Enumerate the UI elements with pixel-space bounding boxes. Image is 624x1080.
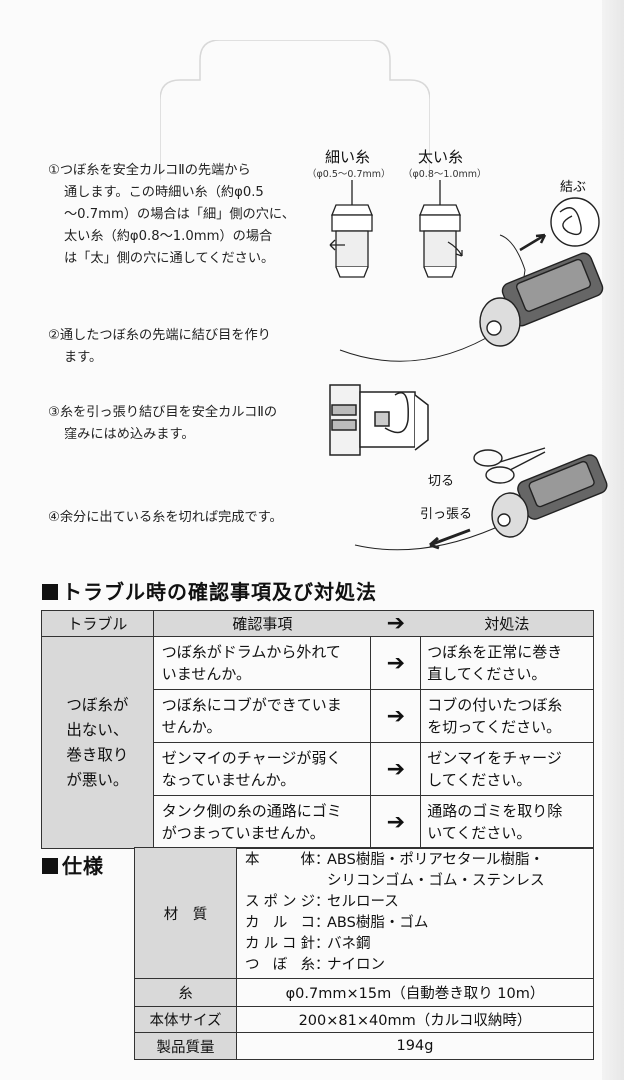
size-label: 本体サイズ bbox=[134, 1006, 237, 1033]
thick-nozzle-drawing bbox=[419, 180, 463, 278]
spec-row-thread: 糸 φ0.7mm×15m（自動巻き取り 10m） bbox=[134, 978, 594, 1007]
material-item: スポンジ：セルロース bbox=[245, 894, 399, 910]
thin-thread-label: 細い糸 bbox=[325, 148, 370, 166]
size-value: 200×81×40mm（カルコ収納時） bbox=[236, 1006, 594, 1033]
section-square-icon bbox=[42, 584, 58, 600]
cut-label: 切る bbox=[428, 474, 454, 489]
arrow-icon: ➔ bbox=[370, 742, 421, 796]
spec-table: 材 質 本体：ABS樹脂・ポリアセタール樹脂・ シリコンゴム・ゴム・ステンレス … bbox=[134, 847, 594, 1060]
step-2-text: ②通したつぼ糸の先端に結び目を作り ます。 bbox=[48, 328, 271, 365]
trouble-table-header: トラブル 確認事項 ➔ 対処法 bbox=[41, 610, 594, 637]
step-3-text: ③糸を引っ張り結び目を安全カルコⅡの 窪みにはめ込みます。 bbox=[48, 405, 278, 442]
material-item: 本体：ABS樹脂・ポリアセタール樹脂・ bbox=[245, 852, 545, 868]
fix-cell: コブの付いたつぼ糸を切ってください。 bbox=[420, 689, 594, 743]
header-category: トラブル bbox=[41, 610, 154, 637]
tool-drawing-step2 bbox=[339, 234, 604, 362]
spec-row-size: 本体サイズ 200×81×40mm（カルコ収納時） bbox=[134, 1006, 594, 1033]
fix-cell: つぼ糸を正常に巻き直してください。 bbox=[420, 636, 594, 690]
material-item: カルコ：ABS樹脂・ゴム bbox=[245, 915, 429, 931]
thick-thread-label: 太い糸 bbox=[418, 148, 463, 166]
knot-detail-drawing bbox=[519, 197, 600, 252]
check-cell: タンク側の糸の通路にゴミがつまっていませんか。 bbox=[152, 795, 372, 849]
tool-drawing-step4 bbox=[354, 447, 608, 551]
trouble-table: トラブル 確認事項 ➔ 対処法 つぼ糸が 出ない、 巻き取り が悪い。 つぼ糸が… bbox=[41, 610, 594, 849]
spec-section-title: 仕様 bbox=[42, 850, 104, 879]
tie-label: 結ぶ bbox=[560, 180, 586, 195]
hang-hole-cutout bbox=[160, 40, 430, 180]
check-cell: つぼ糸にコブができていませんか。 bbox=[152, 689, 372, 743]
arrow-icon: ➔ bbox=[370, 795, 421, 849]
step-1-text: ①つぼ糸を安全カルコⅡの先端から 通します。この時細い糸（約φ0.5 〜0.7m… bbox=[48, 163, 295, 266]
header-check: 確認事項 bbox=[152, 610, 371, 637]
check-cell: つぼ糸がドラムから外れていませんか。 bbox=[152, 636, 372, 690]
card-edge bbox=[602, 0, 624, 1080]
header-arrow-icon: ➔ bbox=[370, 610, 421, 637]
thread-label: 糸 bbox=[134, 978, 237, 1007]
pull-label: 引っ張る bbox=[420, 507, 472, 522]
thick-thread-range: （φ0.8〜1.0mm） bbox=[403, 168, 487, 180]
arrow-icon: ➔ bbox=[370, 689, 421, 743]
trouble-section-title: トラブル時の確認事項及び対処法 bbox=[42, 576, 377, 605]
material-item-cont: シリコンゴム・ゴム・ステンレス bbox=[327, 873, 545, 889]
material-item: カルコ針：バネ鋼 bbox=[245, 936, 371, 952]
arrow-icon: ➔ bbox=[370, 636, 421, 690]
step-4-text: ④余分に出ている糸を切れば完成です。 bbox=[48, 510, 283, 525]
fix-cell: 通路のゴミを取り除いてください。 bbox=[420, 795, 594, 849]
weight-value: 194g bbox=[236, 1032, 594, 1060]
material-item: つぼ糸：ナイロン bbox=[245, 957, 385, 973]
section-square-icon bbox=[42, 858, 58, 874]
fix-cell: ゼンマイをチャージしてください。 bbox=[420, 742, 594, 796]
spec-row-weight: 製品質量 194g bbox=[134, 1032, 594, 1060]
thin-nozzle-drawing bbox=[329, 180, 373, 278]
check-cell: ゼンマイのチャージが弱くなっていませんか。 bbox=[152, 742, 372, 796]
spec-row-material: 材 質 本体：ABS樹脂・ポリアセタール樹脂・ シリコンゴム・ゴム・ステンレス … bbox=[134, 847, 594, 979]
weight-label: 製品質量 bbox=[134, 1032, 237, 1060]
thread-value: φ0.7mm×15m（自動巻き取り 10m） bbox=[236, 978, 594, 1007]
table-row: タンク側の糸の通路にゴミがつまっていませんか。 ➔ 通路のゴミを取り除いてくださ… bbox=[42, 795, 594, 849]
table-row: つぼ糸が 出ない、 巻き取り が悪い。 つぼ糸がドラムから外れていませんか。 ➔… bbox=[41, 636, 594, 849]
table-row: つぼ糸にコブができていませんか。 ➔ コブの付いたつぼ糸を切ってください。 bbox=[42, 689, 594, 743]
instruction-illustration: 細い糸 （φ0.5〜0.7mm） 太い糸 （φ0.8〜1.0mm） 結ぶ 切る … bbox=[307, 148, 608, 551]
material-values: 本体：ABS樹脂・ポリアセタール樹脂・ シリコンゴム・ゴム・ステンレス スポンジ… bbox=[236, 847, 594, 979]
thin-thread-range: （φ0.5〜0.7mm） bbox=[307, 168, 391, 180]
trouble-category: つぼ糸が 出ない、 巻き取り が悪い。 bbox=[41, 636, 154, 849]
header-fix: 対処法 bbox=[420, 610, 594, 637]
nozzle-closeup-step3 bbox=[329, 384, 429, 456]
material-label: 材 質 bbox=[134, 847, 237, 979]
table-row: ゼンマイのチャージが弱くなっていませんか。 ➔ ゼンマイをチャージしてください。 bbox=[42, 742, 594, 796]
